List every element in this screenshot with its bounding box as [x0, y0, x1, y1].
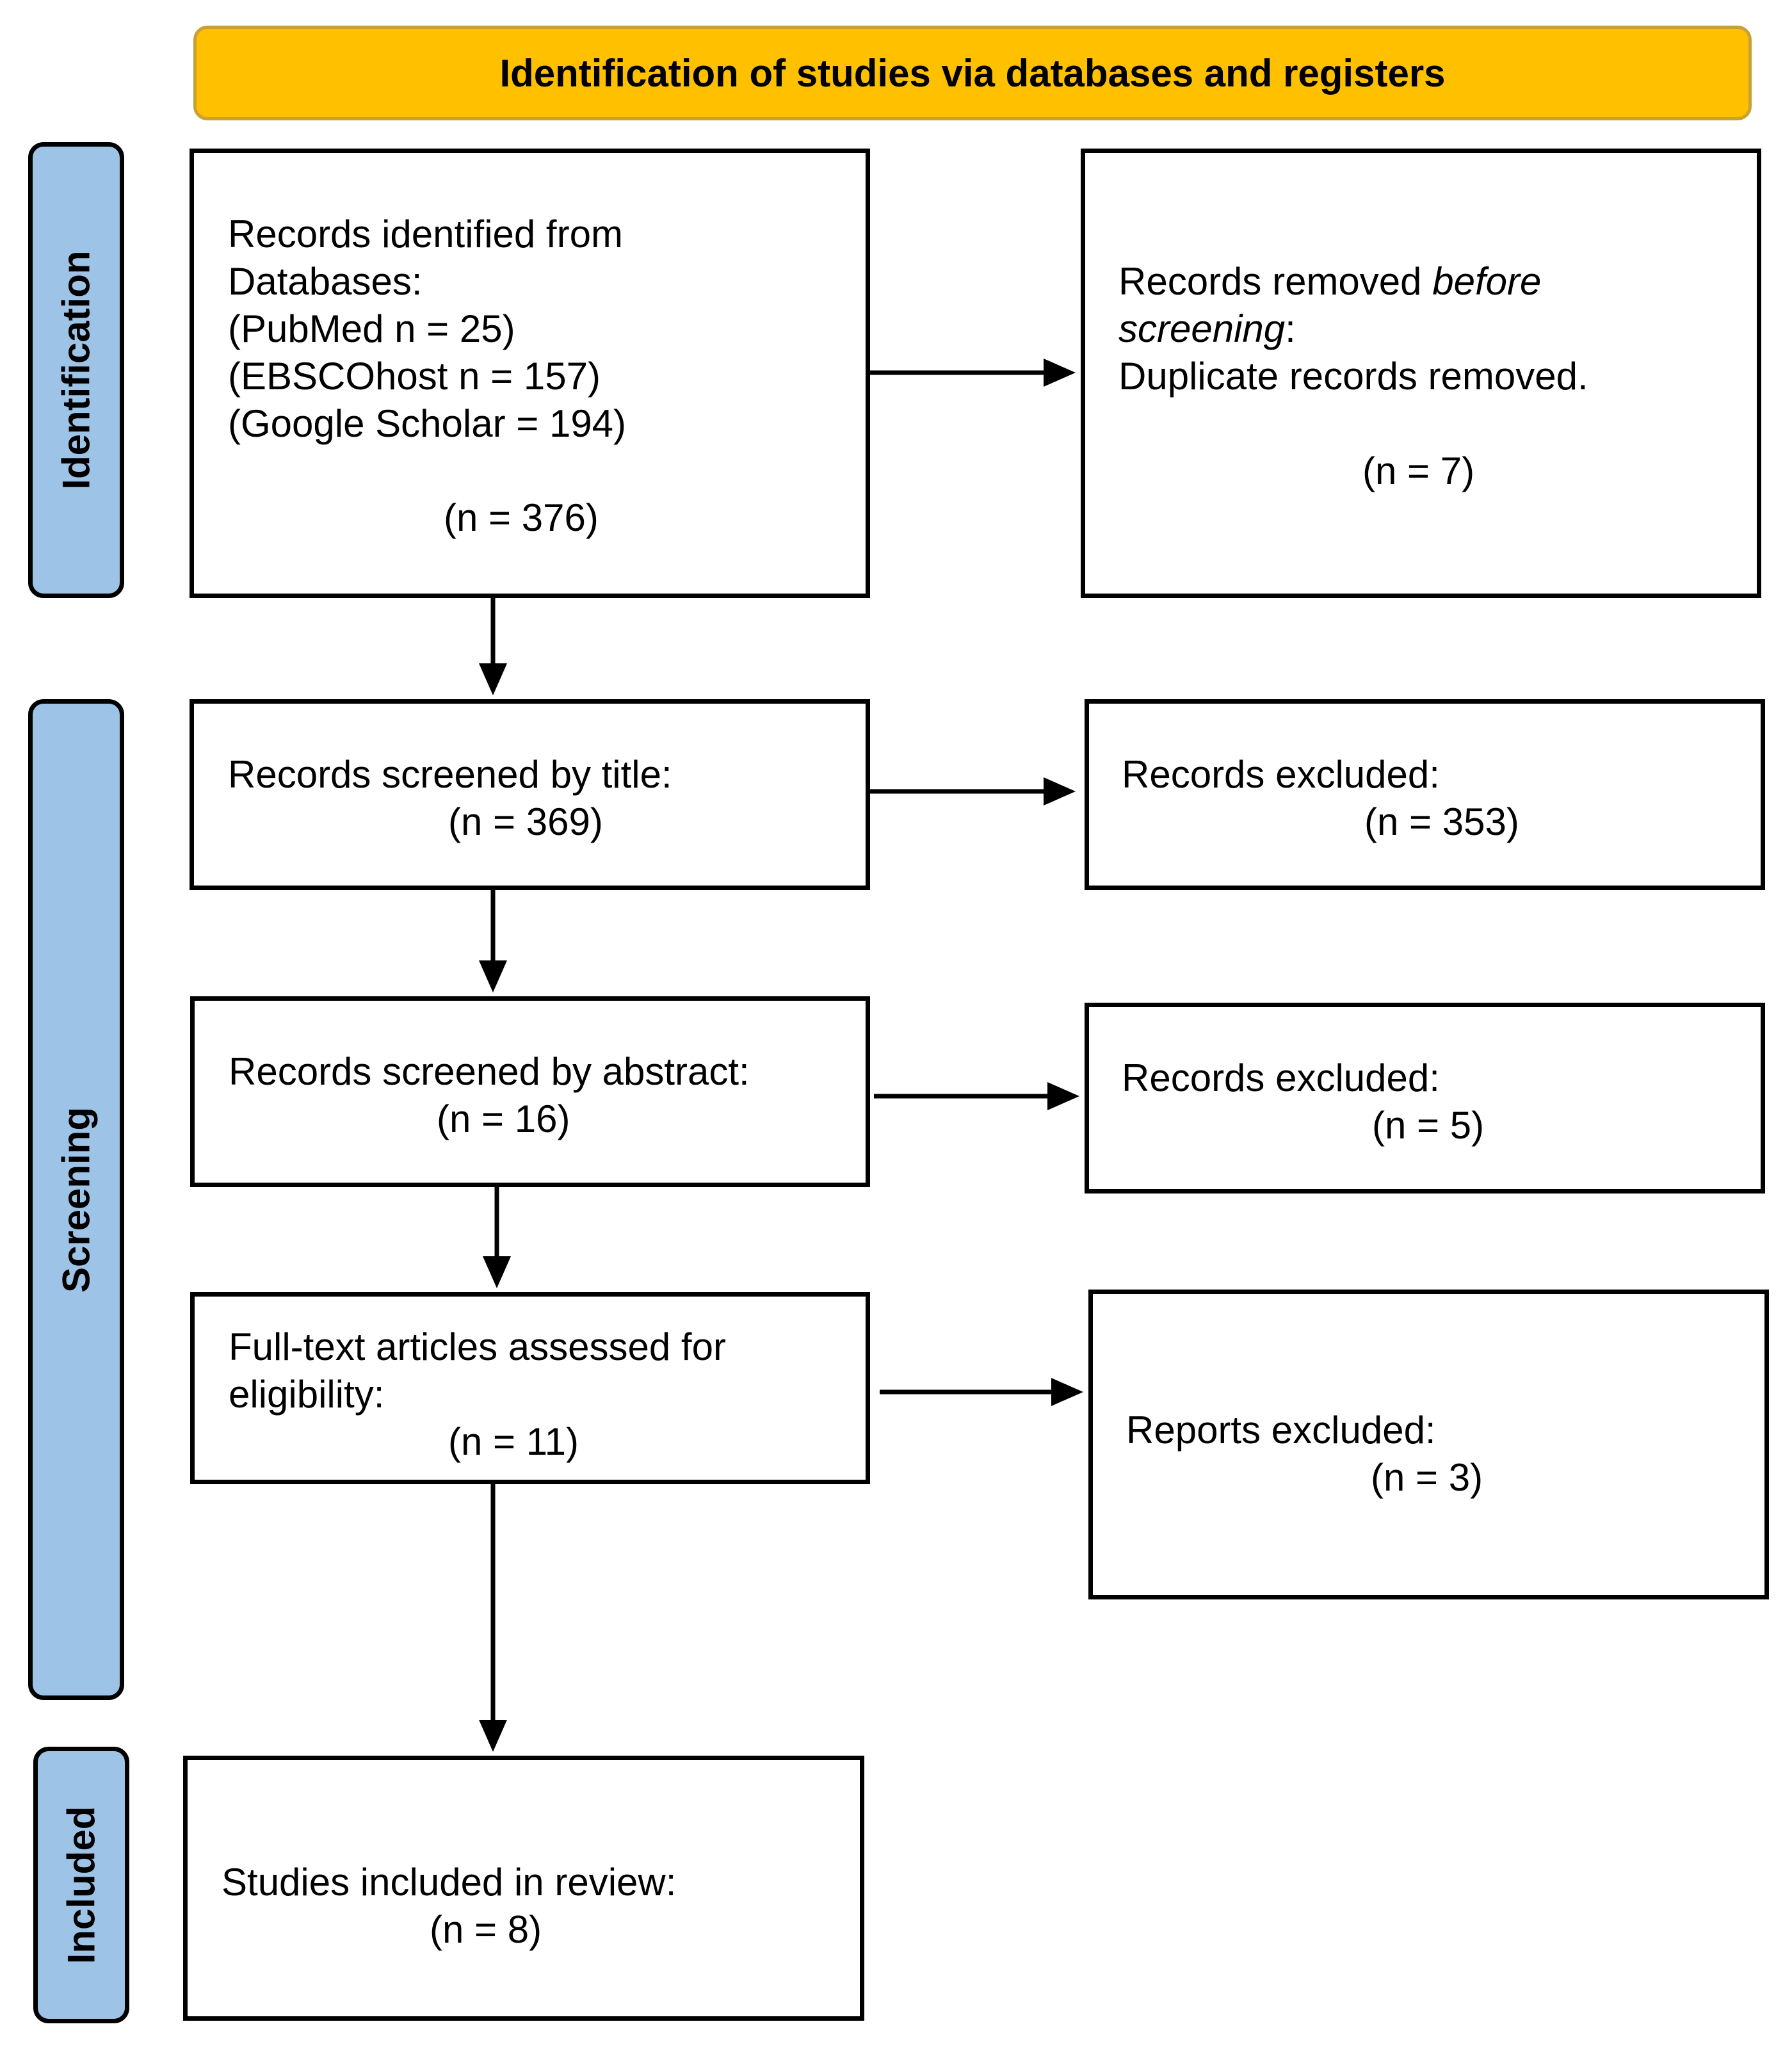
studies-included-label: Studies included in review: — [222, 1861, 677, 1904]
studies-included-count: (n = 8) — [430, 1908, 542, 1951]
arrow-abstract-to-fulltext — [483, 1187, 511, 1288]
arrow-fulltext-to-reports-excluded — [880, 1378, 1083, 1406]
fulltext-line2: eligibility: — [229, 1373, 385, 1416]
excluded-abstract-count: (n = 5) — [1372, 1104, 1485, 1147]
screened-abstract-box: Records screened by abstract: (n = 16) — [190, 996, 870, 1187]
excluded-title-count: (n = 353) — [1364, 800, 1519, 843]
screened-abstract-label: Records screened by abstract: — [229, 1050, 750, 1093]
arrow-title-to-abstract — [479, 890, 507, 992]
studies-included-box: Studies included in review: (n = 8) — [183, 1756, 864, 2021]
phase-included: Included — [33, 1747, 129, 2023]
arrow-fulltext-to-included — [479, 1484, 507, 1752]
header-banner: Identification of studies via databases … — [193, 26, 1752, 120]
google-scholar-count: (Google Scholar = 194) — [228, 402, 627, 445]
fulltext-box: Full-text articles assessed for eligibil… — [190, 1292, 870, 1484]
records-identified-total: (n = 376) — [444, 496, 599, 539]
reports-excluded-count: (n = 3) — [1371, 1456, 1483, 1499]
records-identified-line2: Databases: — [228, 260, 423, 303]
records-removed-count: (n = 7) — [1362, 449, 1475, 492]
excluded-abstract-label: Records excluded: — [1122, 1056, 1440, 1099]
screened-abstract-count: (n = 16) — [437, 1097, 570, 1140]
excluded-abstract-box: Records excluded: (n = 5) — [1085, 1003, 1765, 1193]
pubmed-count: (PubMed n = 25) — [228, 307, 515, 350]
screened-title-label: Records screened by title: — [228, 753, 672, 796]
fulltext-count: (n = 11) — [448, 1420, 579, 1463]
ebscohost-count: (EBSCOhost n = 157) — [228, 355, 601, 398]
reports-excluded-box: Reports excluded: (n = 3) — [1088, 1290, 1769, 1599]
fulltext-line1: Full-text articles assessed for — [229, 1325, 726, 1368]
screened-title-box: Records screened by title: (n = 369) — [190, 699, 870, 890]
header-title: Identification of studies via databases … — [499, 51, 1446, 95]
records-removed-box: Records removed before screening: Duplic… — [1081, 149, 1761, 598]
screened-title-count: (n = 369) — [448, 800, 603, 843]
records-removed-line2: screening: — [1118, 307, 1296, 350]
records-identified-box: Records identified from Databases: (PubM… — [190, 149, 870, 598]
excluded-title-box: Records excluded: (n = 353) — [1085, 699, 1765, 890]
records-identified-line1: Records identified from — [228, 213, 623, 255]
arrow-identified-to-screened-title — [479, 598, 507, 695]
reports-excluded-label: Reports excluded: — [1126, 1409, 1436, 1452]
arrow-abstract-to-excluded — [874, 1082, 1079, 1110]
arrow-title-to-excluded — [870, 777, 1076, 805]
phase-screening: Screening — [28, 699, 124, 1700]
phase-identification: Identification — [28, 142, 124, 598]
records-removed-line1: Records removed before — [1118, 260, 1542, 303]
excluded-title-label: Records excluded: — [1122, 753, 1440, 796]
duplicate-records-label: Duplicate records removed. — [1118, 355, 1588, 398]
arrow-identified-to-removed — [870, 359, 1076, 387]
